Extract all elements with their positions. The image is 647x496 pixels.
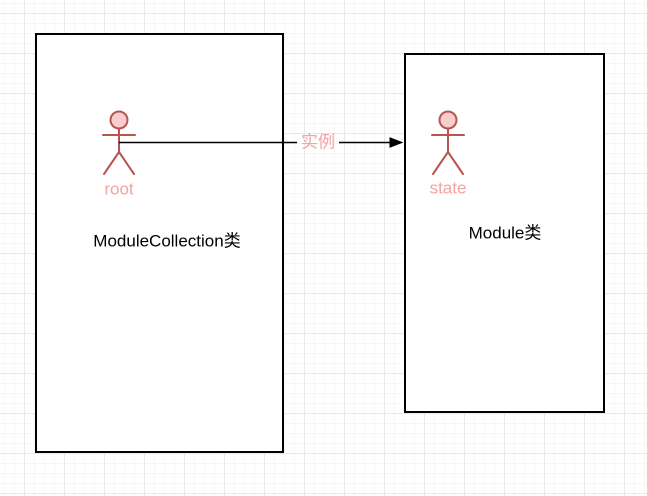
actor-head-icon (109, 110, 129, 130)
actor-leg-left-line (432, 151, 449, 175)
actor-leg-right-line (118, 151, 135, 175)
actor-state-icon[interactable] (430, 110, 466, 176)
arrowhead-icon (389, 137, 404, 148)
actor-root-icon[interactable] (101, 110, 137, 176)
actor-root-label: root (104, 179, 134, 199)
actor-head-icon (438, 110, 458, 130)
module-class-box[interactable]: state Module类 (404, 53, 605, 413)
module-collection-class-title: ModuleCollection类 (93, 231, 241, 251)
actor-leg-left-line (103, 151, 120, 175)
instance-edge-label: 实例 (301, 132, 335, 152)
actor-leg-right-line (447, 151, 464, 175)
module-collection-class-box[interactable]: root ModuleCollection类 (35, 33, 284, 453)
actor-state-label: state (429, 178, 467, 198)
module-class-title: Module类 (468, 223, 542, 243)
